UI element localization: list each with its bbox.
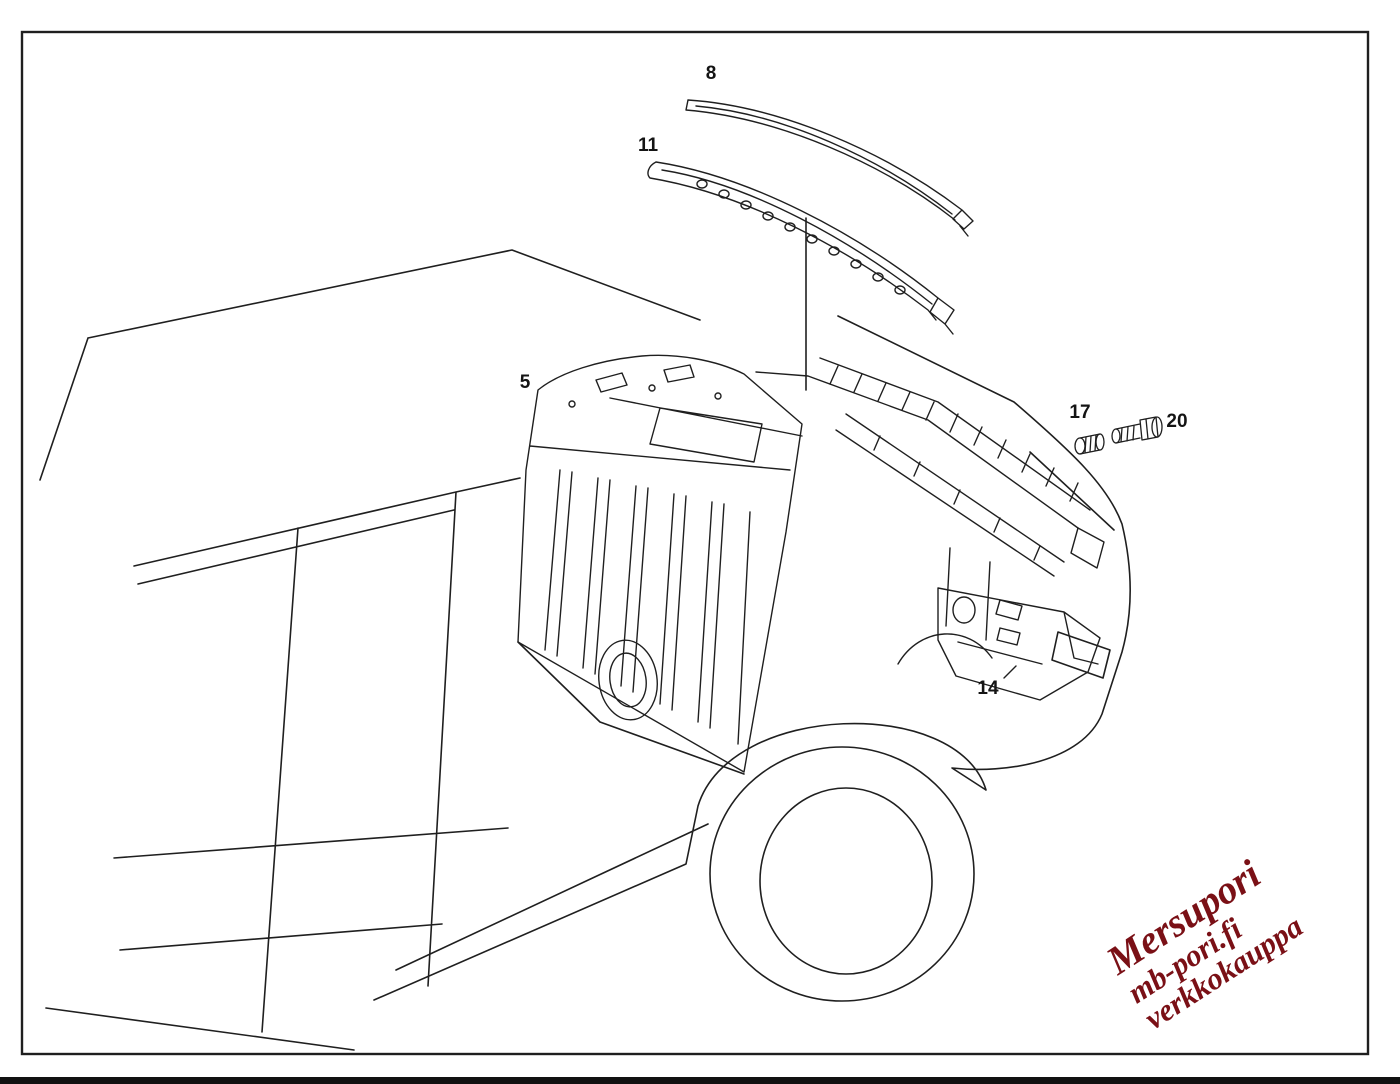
screw-20-head (1151, 416, 1163, 438)
roof-rail-11 (647, 161, 955, 335)
car-body-outline (39, 249, 1132, 1051)
part-labels: 8 11 5 17 20 14 (520, 63, 1188, 699)
part-label-8: 8 (706, 63, 717, 84)
shelf-rail-slots (829, 365, 1079, 561)
rear-inner-structure (897, 547, 1023, 665)
line-art (39, 99, 1163, 1051)
inner-bracket-hole (952, 596, 976, 624)
screw-20 (1111, 416, 1163, 444)
roof-rail-8-lines (685, 99, 974, 237)
part-label-17: 17 (1069, 402, 1090, 423)
rear-panel-lines (937, 587, 1101, 701)
roof-rail-11-holes (696, 179, 906, 295)
panel-oval-opening-inner (609, 652, 647, 708)
diagram-frame (20, 30, 1370, 1056)
shelf-rail-end-bracket (1070, 527, 1105, 569)
inner-structure-lines (897, 547, 1023, 665)
bolt-hole (648, 384, 656, 392)
part-label-11: 11 (638, 135, 659, 156)
bolt-hole (568, 400, 576, 408)
part-label-5: 5 (520, 372, 531, 393)
bolt-hole (714, 392, 722, 400)
screw-17 (1074, 433, 1105, 455)
car-body-lines (39, 249, 1132, 1051)
screw-20-body (1115, 416, 1159, 444)
rear-wheel-rim (759, 787, 933, 975)
roof-rail-8 (685, 99, 974, 237)
scan-bottom-edge (0, 1077, 1400, 1084)
part-label-14: 14 (977, 678, 999, 699)
package-shelf-rail (755, 357, 1105, 577)
bulkhead-panel-5 (517, 354, 803, 773)
screw-17-tip (1074, 437, 1086, 455)
bulkhead-outline (517, 354, 803, 773)
rear-panel-14 (937, 587, 1101, 701)
screw-17-head (1095, 433, 1105, 451)
part-label-20: 20 (1166, 411, 1187, 432)
roof-rail-11-lines (647, 161, 955, 335)
bulkhead-ribs (544, 469, 751, 745)
panel-oval-opening-outer (598, 639, 658, 721)
shelf-rail-lines (755, 357, 1091, 577)
screw-20-tip (1111, 428, 1121, 444)
rear-wheel-tire (709, 746, 975, 1002)
